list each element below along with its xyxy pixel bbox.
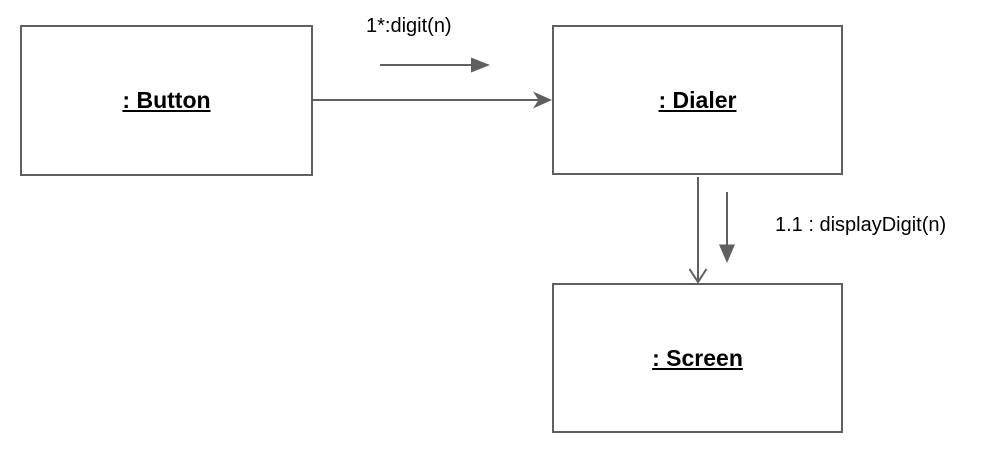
object-label-button: : Button	[122, 87, 211, 113]
link-button-dialer	[313, 91, 552, 109]
link-button-dialer-arrowhead	[533, 91, 552, 109]
message-label-digit: 1*:digit(n)	[366, 15, 452, 37]
message-arrow-display-digit-arrowhead	[719, 244, 735, 263]
message-label-display-digit: 1.1 : displayDigit(n)	[775, 214, 947, 236]
link-dialer-screen	[688, 177, 708, 284]
object-box-button: : Button	[20, 25, 313, 176]
object-box-screen: : Screen	[552, 283, 843, 433]
message-arrow-digit	[380, 57, 490, 73]
message-arrow-digit-arrowhead	[471, 57, 490, 73]
object-label-screen: : Screen	[652, 344, 743, 371]
link-dialer-screen-arrowhead	[688, 268, 708, 284]
object-label-dialer: : Dialer	[658, 86, 737, 113]
object-box-dialer: : Dialer	[552, 25, 843, 175]
message-arrow-display-digit	[719, 192, 735, 263]
